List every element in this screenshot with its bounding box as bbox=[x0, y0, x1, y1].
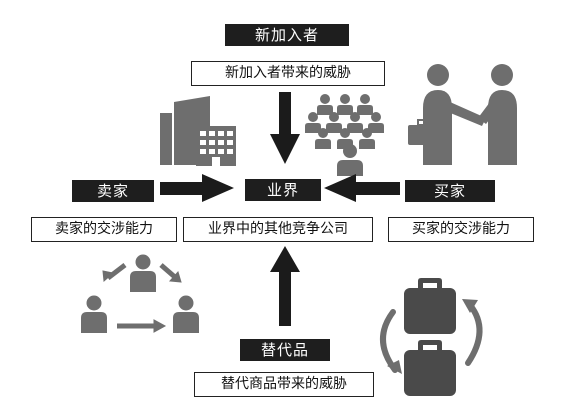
arrow-bottom-to-center bbox=[270, 246, 300, 326]
substitutes-threat-label: 替代商品带来的威胁 bbox=[194, 372, 374, 397]
buyers-bargaining-power-label: 买家的交涉能力 bbox=[388, 217, 534, 242]
buildings-icon bbox=[160, 96, 236, 166]
arrow-right-to-center bbox=[324, 174, 400, 202]
arrow-left-to-center bbox=[160, 174, 234, 202]
arrow-top-to-center bbox=[270, 92, 300, 164]
seller-network-icon bbox=[81, 254, 199, 333]
arrows bbox=[160, 92, 400, 326]
substitutes-tag: 替代品 bbox=[240, 339, 330, 361]
new-entrants-threat-label: 新加入者带来的威胁 bbox=[191, 61, 385, 86]
suitcase-swap-icon bbox=[380, 278, 483, 396]
sellers-bargaining-power-label: 卖家的交涉能力 bbox=[31, 217, 177, 242]
audience-icon bbox=[305, 94, 384, 176]
sellers-tag: 卖家 bbox=[72, 180, 154, 202]
industry-rivals-label: 业界中的其他竞争公司 bbox=[183, 217, 373, 242]
buyers-tag: 买家 bbox=[405, 180, 495, 202]
new-entrants-tag: 新加入者 bbox=[225, 24, 349, 46]
handshake-icon bbox=[408, 64, 517, 165]
industry-tag: 业界 bbox=[245, 179, 321, 201]
